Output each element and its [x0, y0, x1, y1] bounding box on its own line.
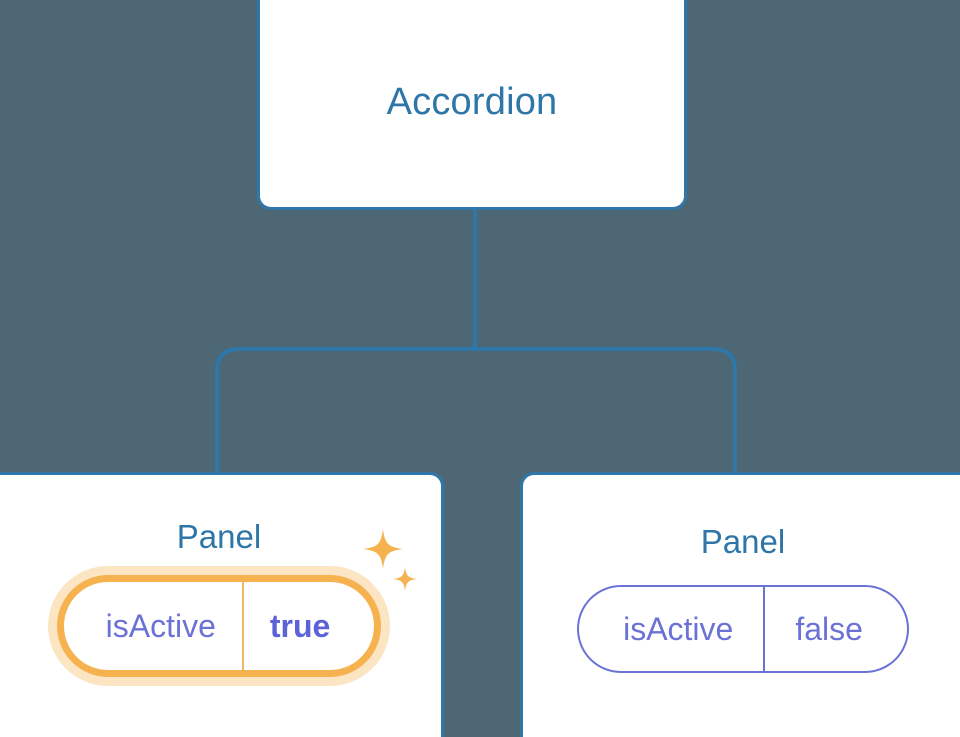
prop-pill-inactive[interactable]: isActive false [577, 585, 909, 673]
prop-value-true: true [241, 582, 374, 670]
node-title-panel-active: Panel [176, 518, 262, 555]
sparkle-icon [363, 529, 404, 569]
tree-node-panel-inactive[interactable]: Panel isActive false [520, 472, 960, 737]
prop-pill-wrapper-active: isActive true [56, 529, 418, 677]
prop-pill-wrapper-inactive: isActive false [577, 585, 909, 673]
tree-node-panel-active[interactable]: Panel isActive true [0, 472, 444, 737]
prop-key-isactive-inactive: isActive [623, 611, 734, 647]
prop-value-false: false [763, 587, 907, 671]
prop-key-isactive-active: isActive [105, 608, 216, 644]
node-title-accordion: Accordion [386, 81, 558, 123]
tree-node-accordion[interactable]: Accordion [257, 0, 687, 210]
connector-branch-left [215, 347, 475, 474]
connector-branch-right [475, 347, 737, 474]
prop-pill-active[interactable]: isActive true [56, 575, 382, 677]
sparkle-small-icon [393, 567, 418, 591]
node-title-panel-inactive: Panel [700, 523, 786, 560]
